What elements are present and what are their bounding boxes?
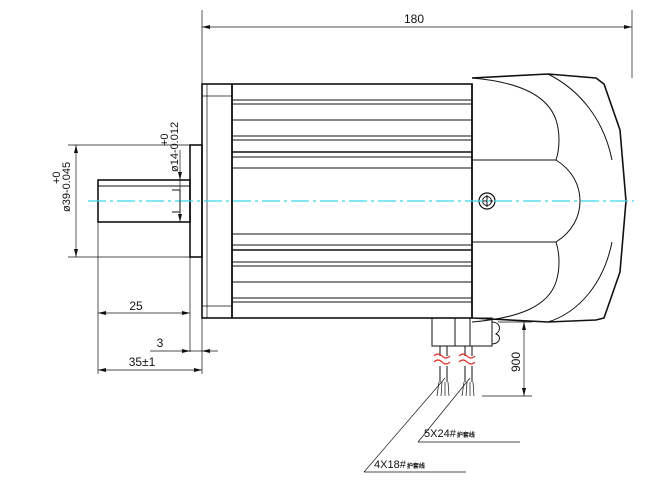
pilot-upper-tolerance: +0 [51,171,63,184]
shaft-length-label: 25 [129,299,143,313]
overall-length-dimension: 180 [201,10,633,84]
cable-length-label: 900 [509,352,523,372]
cable-callouts: 5X24#护套线 4X18#护套线 [363,377,520,473]
pilot-diameter-dimension: ø39-0.045 +0 [51,144,190,258]
pilot-diameter-label: ø39-0.045 [61,162,73,212]
flange-thickness-label: 3 [157,336,164,350]
cable-glands [431,317,500,397]
signal-cable-label: 4X18#护套线 [374,459,425,471]
total-shaft-length-label: 35±1 [129,355,156,369]
cable-length-dimension: 900 [482,321,532,397]
overall-length-label: 180 [404,12,424,26]
shaft-length-dimensions: 25 3 35±1 [97,222,218,374]
shaft-diameter-label: ø14-0.012 [169,122,181,172]
shaft-diameter-dimension: ø14-0.012 +0 [159,122,182,222]
shaft-upper-tolerance: +0 [159,133,171,146]
motor-body [201,73,627,323]
power-cable-label: 5X24#护套线 [424,428,475,440]
